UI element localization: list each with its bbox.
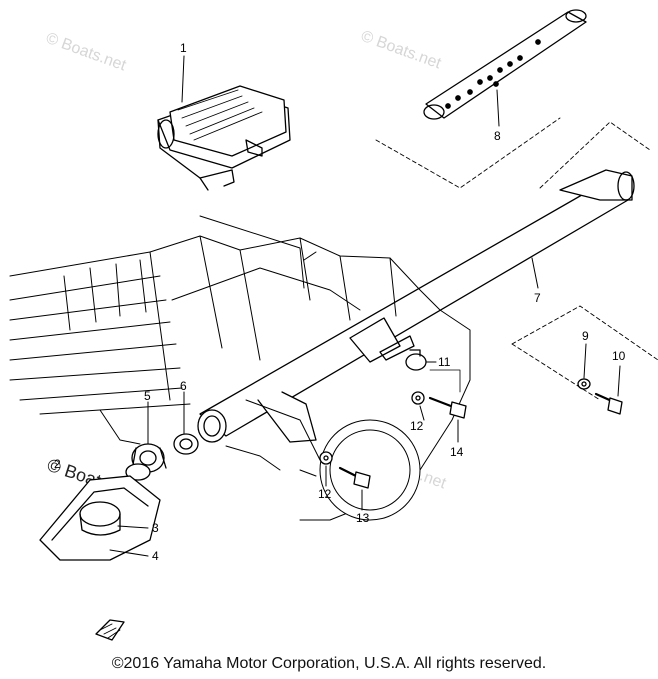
reference-tag-icon [95,619,125,641]
part-8-baffle [423,9,587,120]
callout-1: 1 [180,41,187,55]
engine-block [9,215,471,521]
callout-3: 3 [152,521,159,535]
callout-9: 9 [582,329,589,343]
watermark-2: © Boats.net [359,28,444,73]
callout-5: 5 [144,389,151,403]
copyright-notice: ©2016 Yamaha Motor Corporation, U.S.A. A… [111,655,547,672]
callout-10: 10 [612,349,626,363]
callout-11: 11 [438,355,451,369]
part-9-washer [577,378,591,390]
part-3-pipe-joint [79,501,121,536]
callout-6: 6 [180,379,187,393]
callout-14: 14 [450,445,464,459]
part-10-bolt [594,392,623,415]
part-14-bolt [428,396,467,419]
part-13-bolt [338,466,371,489]
part-6-gasket [173,433,199,455]
part-1-heat-shield [157,85,291,191]
callout-7: 7 [534,291,541,305]
callout-8: 8 [494,129,501,143]
callout-2: 2 [54,457,61,471]
callout-4: 4 [152,549,159,563]
callout-13: 13 [356,511,370,525]
part-7-muffler [197,169,635,443]
part-12-washer-upper [411,391,425,405]
callout-12-upper: 12 [410,419,424,433]
part-12-washer-lower [319,451,333,465]
part-11-grommet [405,349,427,371]
part-2-ring [125,463,151,481]
watermark-1: © Boats.net [44,30,129,75]
callout-12-lower: 12 [318,487,332,501]
